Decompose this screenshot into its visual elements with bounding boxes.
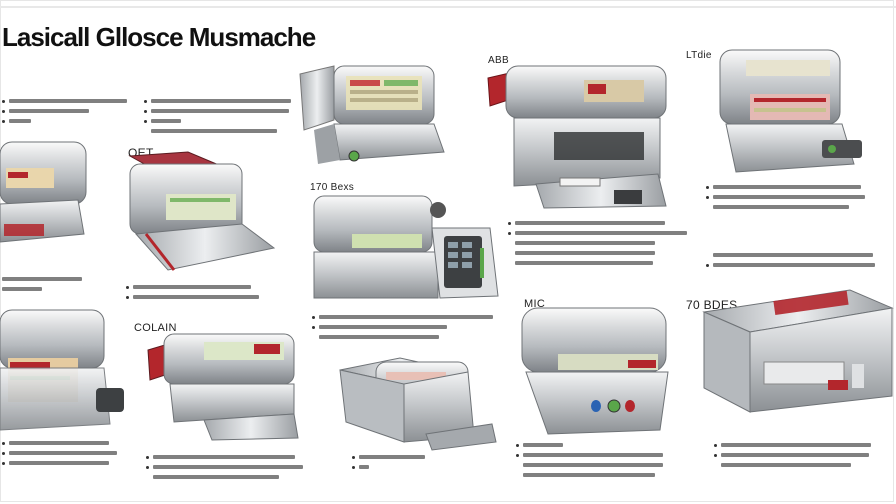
top-rule — [0, 6, 896, 8]
laminator-machine-7 — [0, 309, 124, 431]
laminator-machine-8 — [147, 333, 299, 441]
laminator-machine-4 — [0, 141, 87, 243]
spec-list-2 — [144, 96, 291, 136]
spec-list-8 — [706, 250, 875, 270]
spec-list-3 — [2, 274, 82, 294]
spec-list-9 — [2, 438, 117, 468]
laminator-machine-5 — [128, 151, 276, 271]
spec-list-1 — [2, 96, 127, 126]
label-abb: ABB — [488, 55, 509, 66]
spec-list-10 — [146, 452, 303, 482]
laminator-machine-10 — [521, 307, 669, 435]
laminator-machine-2 — [487, 65, 667, 209]
label-ltdie: LTdie — [686, 50, 712, 61]
label-mic: MIC — [524, 298, 546, 310]
laminator-machine-3 — [719, 49, 862, 173]
laminator-machine-1 — [299, 65, 445, 164]
label-170-bexs: 170 Bexs — [310, 182, 355, 193]
label-colain: COLAIN — [134, 322, 177, 334]
spec-list-7 — [706, 182, 865, 212]
spec-list-11 — [352, 452, 425, 472]
laminator-machine-6 — [313, 195, 499, 299]
page-title: Lasicall Gllosce Musmache — [2, 22, 316, 52]
spec-list-13 — [714, 440, 871, 470]
spec-list-5 — [312, 312, 493, 342]
spec-list-6 — [508, 218, 687, 268]
laminator-machine-11 — [702, 289, 894, 413]
laminator-machine-9 — [339, 357, 497, 451]
spec-list-4 — [126, 282, 259, 302]
spec-list-12 — [516, 440, 663, 480]
